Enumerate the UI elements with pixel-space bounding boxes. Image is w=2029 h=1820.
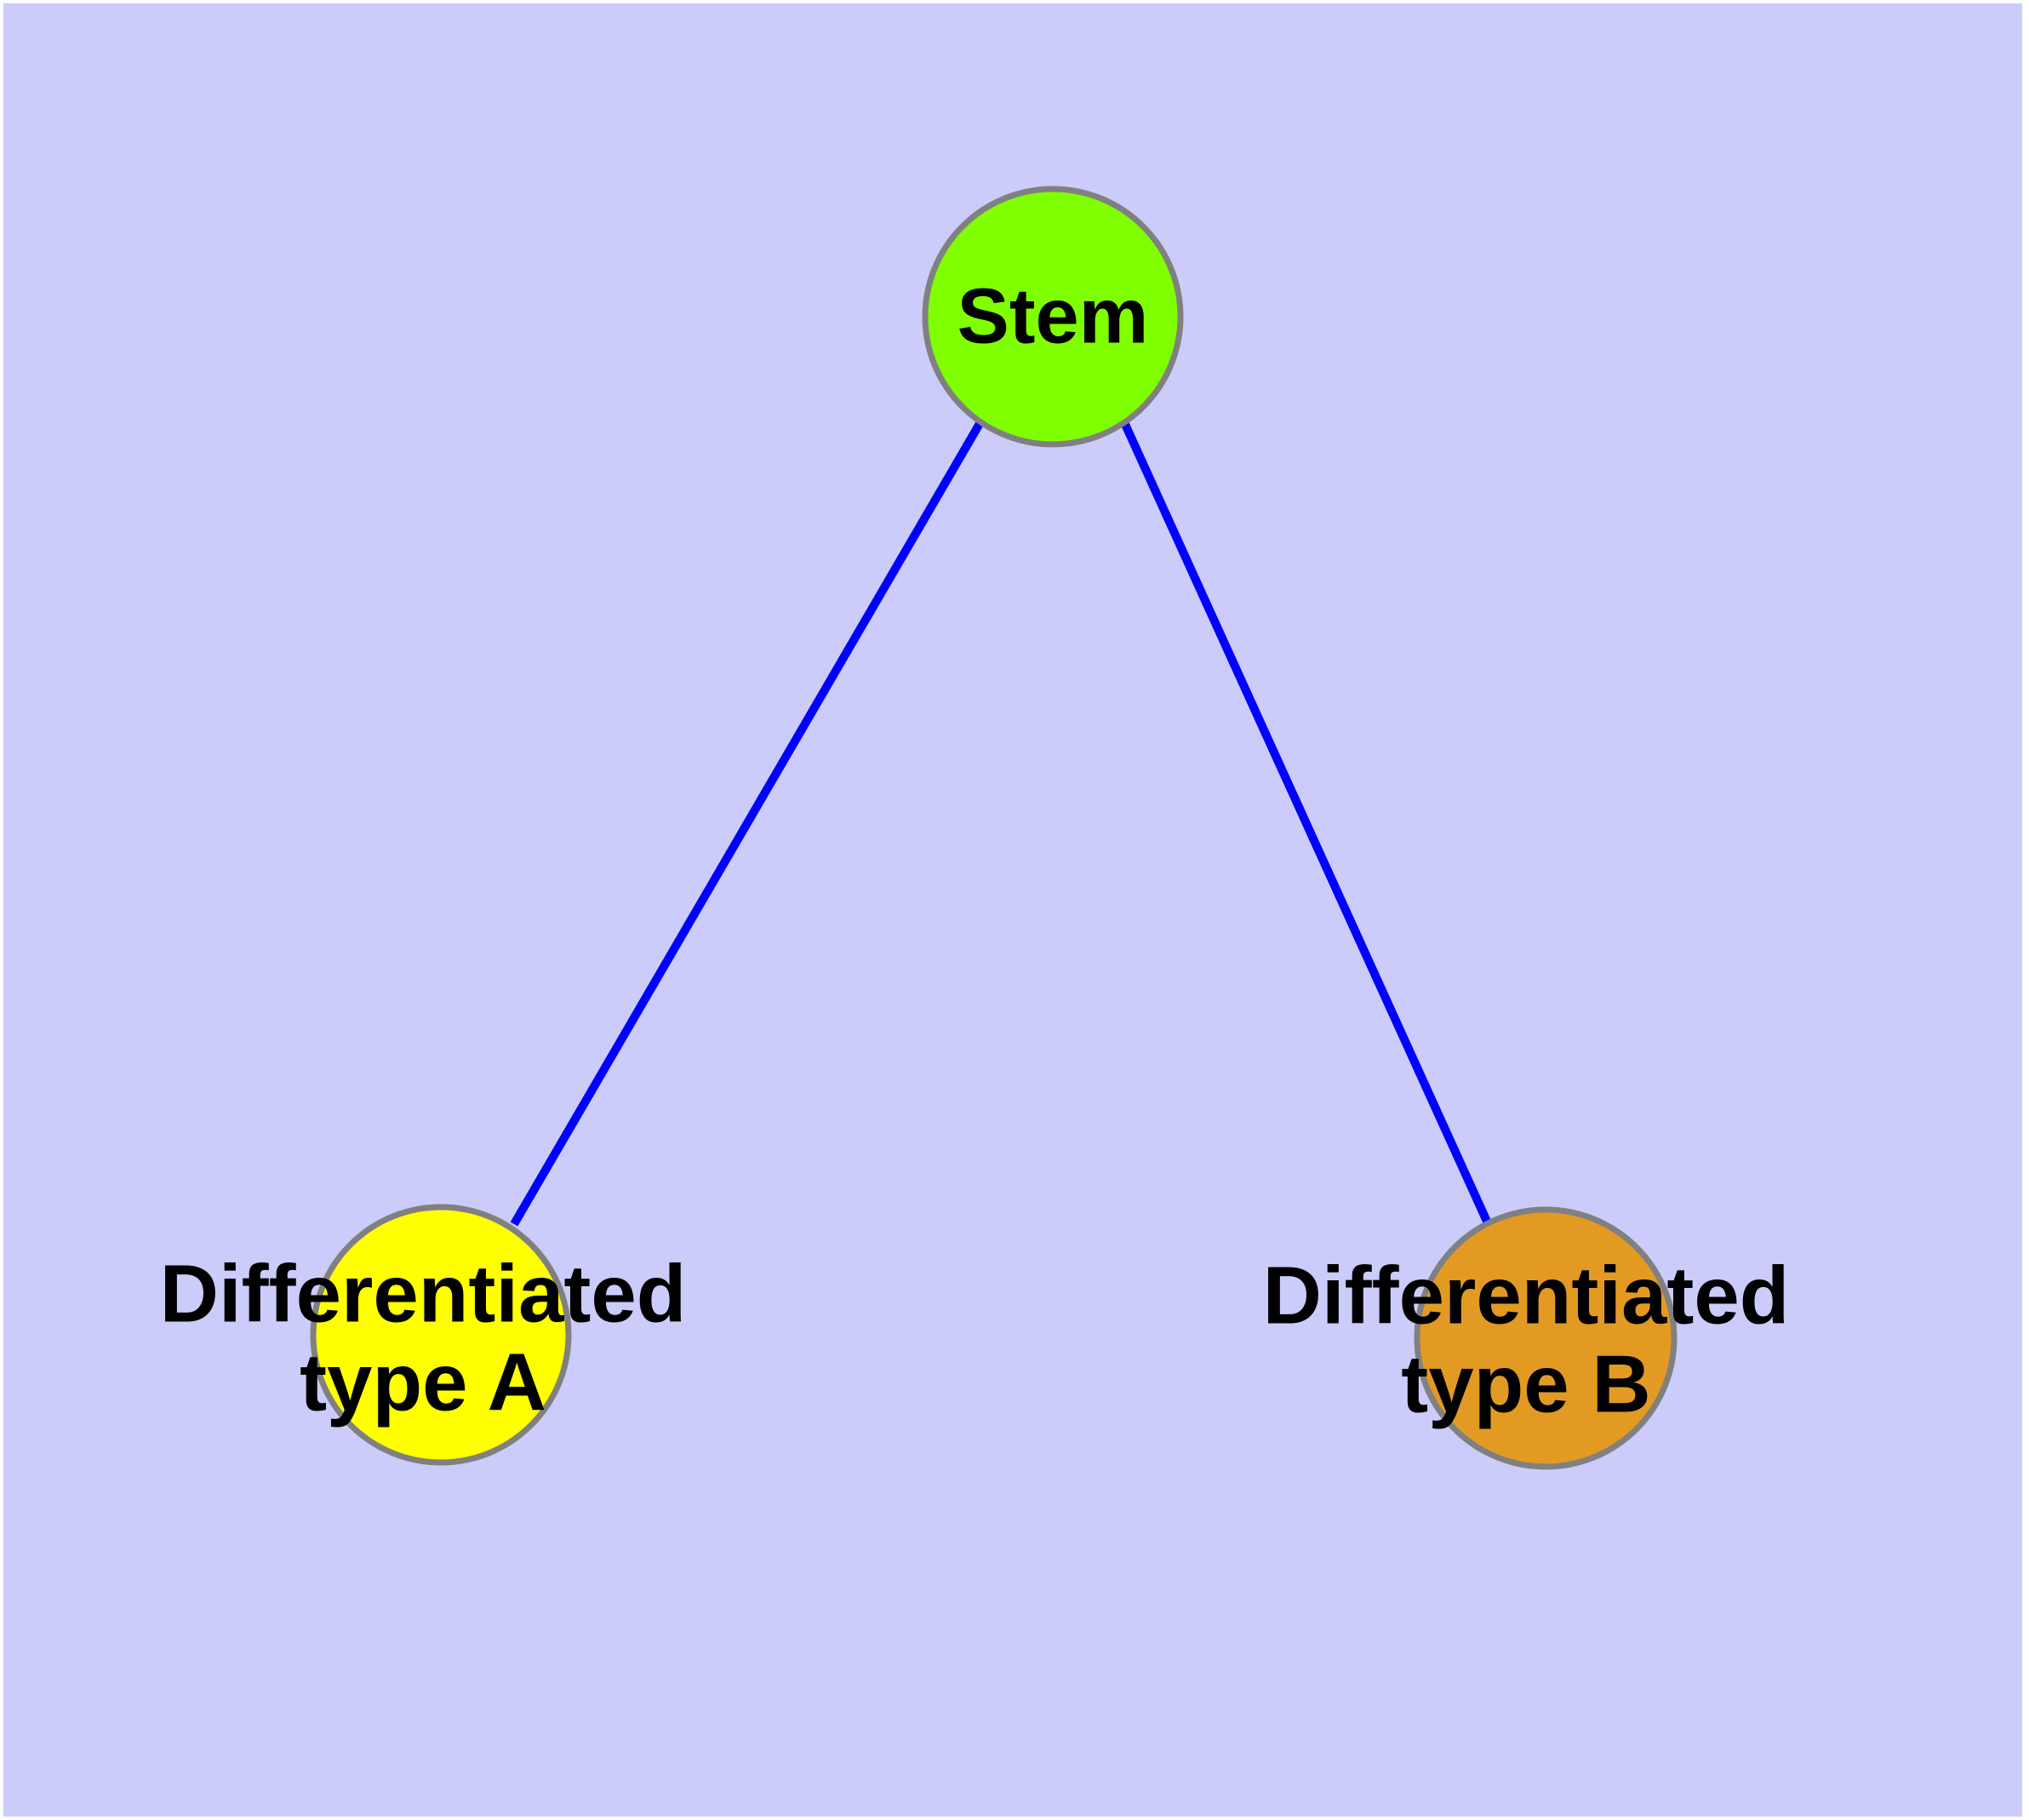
edge-layer [510, 418, 1493, 1228]
node-stem[interactable] [922, 186, 1184, 448]
node-differentiated-type-a[interactable] [310, 1204, 572, 1466]
node-layer [310, 186, 1677, 1470]
node-differentiated-type-b[interactable] [1414, 1206, 1677, 1470]
edge-stem-to-differentiated-type-a[interactable] [510, 420, 985, 1227]
edge-stem-to-differentiated-type-b[interactable] [1119, 418, 1493, 1228]
